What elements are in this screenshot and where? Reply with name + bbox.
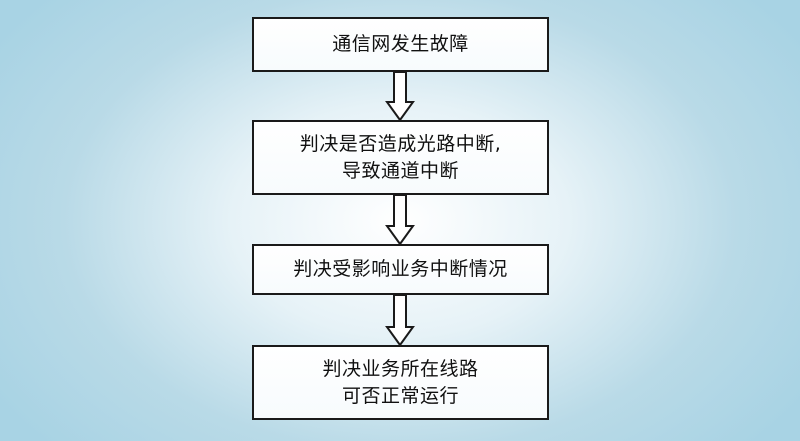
down-arrow-icon xyxy=(385,295,415,347)
step-4-text-line-2: 可否正常运行 xyxy=(341,384,459,407)
step-3-text: 判决受影响业务中断情况 xyxy=(293,258,508,280)
down-arrow-icon xyxy=(385,72,415,122)
step-2-text-line-2: 导致通道中断 xyxy=(341,159,459,182)
down-arrow-icon xyxy=(385,195,415,246)
step-1-box: 通信网发生故障 xyxy=(252,17,549,72)
step-2-text-line-1: 判决是否造成光路中断, xyxy=(299,132,502,155)
step-4-text-line-1: 判决业务所在线路 xyxy=(322,357,479,380)
step-4-box: 判决业务所在线路 可否正常运行 xyxy=(252,345,549,420)
step-2-box: 判决是否造成光路中断, 导致通道中断 xyxy=(252,120,549,195)
step-3-box: 判决受影响业务中断情况 xyxy=(252,244,549,295)
step-1-text: 通信网发生故障 xyxy=(332,33,469,55)
